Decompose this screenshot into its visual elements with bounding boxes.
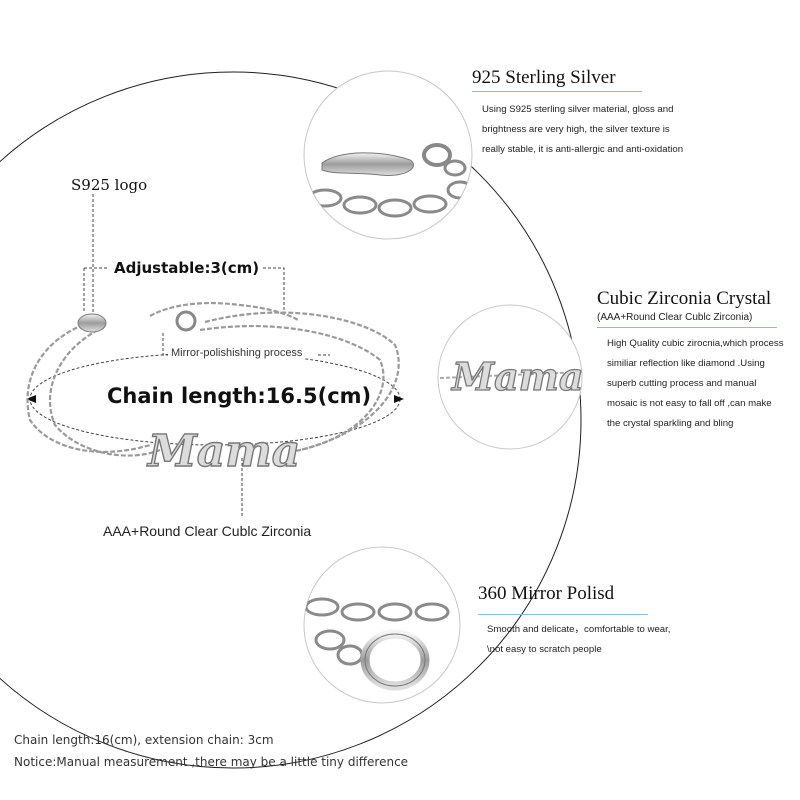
- feature-divider: [597, 327, 777, 328]
- feature-title-polish: 360 Mirror Polisd: [478, 583, 615, 604]
- pendant-text: Mama: [146, 426, 300, 477]
- chain-length-label: Chain length:16.5(cm): [105, 384, 374, 408]
- feature-divider: [478, 614, 648, 615]
- description-line: the crystal sparkling and bling: [607, 418, 734, 429]
- feature-title-silver: 925 Sterling Silver: [472, 67, 616, 88]
- feature-title-zirconia: Cubic Zirconia Crystal: [597, 288, 772, 309]
- description-line: High Quality cubic zirocnia,which proces…: [607, 338, 784, 349]
- description-line: brightness are very high, the silver tex…: [482, 124, 670, 135]
- s925-tag: [77, 310, 197, 333]
- feature-description-zirconia: High Quality cubic zirocnia,which proces…: [607, 334, 799, 434]
- bracelet-chain: [26, 301, 400, 457]
- description-line: Using S925 sterling silver material, glo…: [482, 104, 674, 115]
- detail-circle-polish: [303, 546, 461, 704]
- measurement-notice: Notice:Manual measurement ,there may be …: [14, 755, 409, 769]
- description-line: mosaic is not easy to fall off ,can make: [607, 398, 772, 409]
- s925-logo-label: S925 logo: [71, 176, 148, 194]
- description-line: similiar reflection like diamond .Using: [607, 358, 765, 369]
- description-line: \not easy to scratch people: [487, 644, 602, 655]
- feature-subtitle-zirconia: (AAA+Round Clear Cublc Zirconia): [597, 312, 753, 323]
- pendant-text-zoom: Mama: [450, 354, 584, 399]
- chain-length-arrows: [26, 395, 404, 403]
- mama-pendant: Mama: [145, 425, 301, 477]
- adjustable-label: Adjustable:3(cm): [112, 259, 262, 277]
- zirconia-label: AAA+Round Clear Cublc Zirconia: [103, 523, 312, 539]
- main-frame-circle: [0, 71, 582, 769]
- description-line: Smooth and delicate，comfortable to wear,: [487, 624, 671, 635]
- feature-description-polish: Smooth and delicate，comfortable to wear,…: [487, 620, 727, 660]
- feature-divider: [472, 91, 642, 92]
- description-line: really stable, it is anti-allergic and a…: [482, 144, 684, 155]
- detail-circle-zirconia: Mama: [437, 304, 584, 450]
- detail-circle-silver: [303, 70, 473, 240]
- description-line: superb cutting process and manual: [607, 378, 757, 389]
- feature-description-silver: Using S925 sterling silver material, glo…: [482, 100, 742, 160]
- mirror-process-label: Mirror-polishishing process: [168, 347, 306, 359]
- chain-length-note: Chain length:16(cm), extension chain: 3c…: [14, 733, 274, 747]
